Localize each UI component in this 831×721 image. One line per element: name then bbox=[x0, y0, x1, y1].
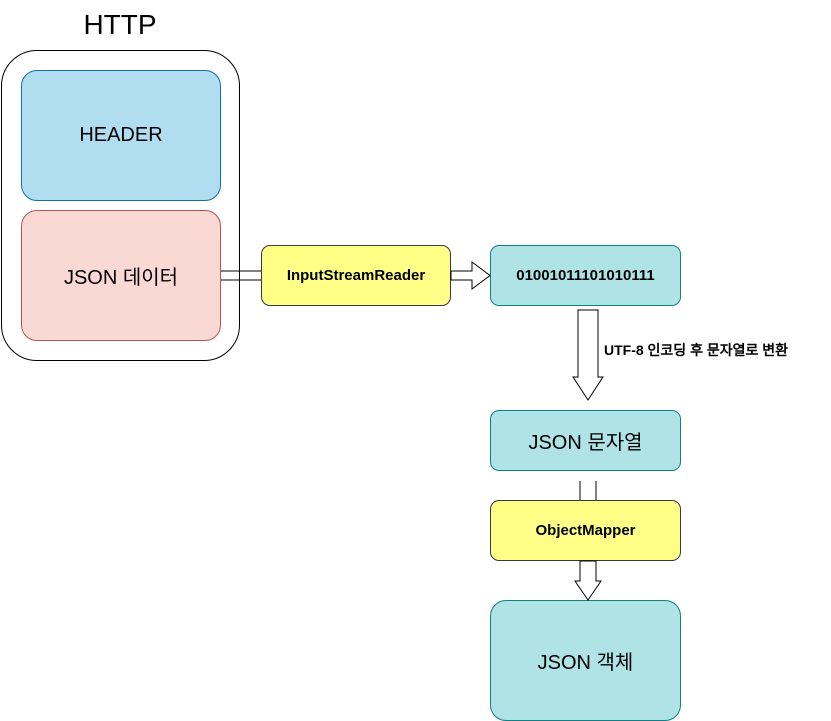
arrow-string-to-mapper bbox=[579, 481, 597, 500]
diagram-title: HTTP bbox=[83, 9, 157, 40]
json-data-node: JSON 데이터 bbox=[21, 210, 221, 341]
json-string-node: JSON 문자열 bbox=[490, 410, 681, 471]
encode-edge-label: UTF-8 인코딩 후 문자열로 변환 bbox=[604, 342, 789, 358]
arrow-mapper-to-object bbox=[574, 560, 602, 601]
json-object-node: JSON 객체 bbox=[490, 600, 681, 721]
header-node: HEADER bbox=[21, 70, 221, 201]
arrow-reader-to-binary bbox=[450, 261, 491, 290]
binary-data-node: 01001011101010111 bbox=[490, 245, 681, 306]
arrow-binary-to-string bbox=[572, 309, 604, 401]
input-stream-reader-node: InputStreamReader bbox=[261, 245, 451, 306]
object-mapper-node: ObjectMapper bbox=[490, 500, 681, 561]
